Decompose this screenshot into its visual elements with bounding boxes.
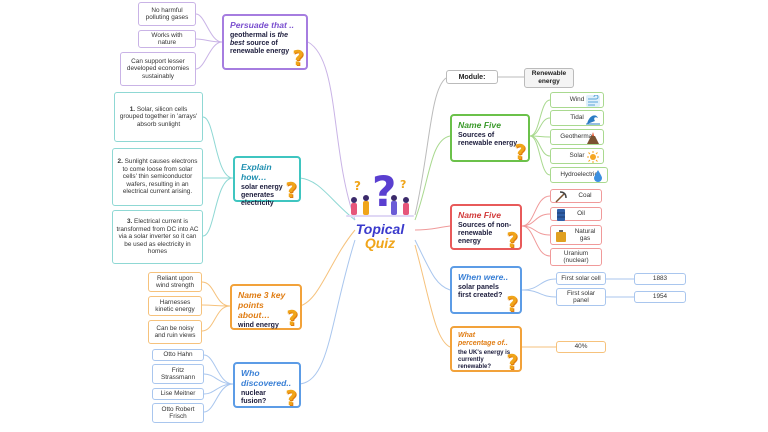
wind-icon bbox=[586, 95, 600, 107]
explain-card[interactable]: Explain how… solar energy generates elec… bbox=[233, 156, 301, 207]
oil-barrel-icon bbox=[557, 209, 565, 221]
renewable-question: Name Five bbox=[458, 120, 501, 130]
explain-statement: solar energy generates electricity bbox=[241, 184, 283, 207]
name3-card[interactable]: Name 3 key points about… wind energy ? bbox=[230, 284, 302, 330]
when-answer-1-year: 1883 bbox=[634, 273, 686, 285]
center-title-line2: Quiz bbox=[364, 235, 396, 251]
svg-text:?: ? bbox=[400, 178, 406, 191]
center-title: Topical Quiz bbox=[342, 222, 418, 250]
nonrenewable-card[interactable]: Name Five Sources of non-renewable energ… bbox=[450, 204, 522, 252]
persuade-answer-3: Can support lesser developed economies s… bbox=[120, 52, 196, 86]
percentage-statement: the UK's energy is currently renewable? bbox=[458, 350, 511, 370]
center-illustration: ? ? ? bbox=[342, 167, 418, 222]
renewable-answer-tidal: Tidal bbox=[550, 110, 604, 126]
nonrenewable-answer-coal: Coal bbox=[550, 189, 602, 203]
nonrenewable-answer-gas: Natural gas bbox=[550, 225, 602, 245]
pickaxe-icon bbox=[555, 191, 567, 203]
question-mark-icon: ? bbox=[506, 350, 518, 374]
module-label: Module: bbox=[446, 70, 498, 84]
volcano-icon bbox=[587, 132, 599, 144]
question-mark-icon: ? bbox=[285, 178, 297, 202]
question-mark-icon: ? bbox=[285, 386, 297, 410]
nonrenewable-question: Name Five bbox=[458, 210, 501, 220]
center-title-line1: Topical bbox=[355, 221, 405, 237]
who-question: Who discovered.. bbox=[241, 368, 292, 388]
question-mark-icon: ? bbox=[506, 292, 518, 316]
who-answer-3: Lise Meitner bbox=[152, 388, 204, 400]
persuade-card[interactable]: Persuade that .. geothermal is the best … bbox=[222, 14, 308, 70]
when-answer-1-label: First solar cell bbox=[556, 272, 606, 285]
sun-icon bbox=[587, 151, 599, 163]
svg-text:?: ? bbox=[354, 179, 361, 193]
persuade-answer-2: Works with nature bbox=[138, 30, 196, 48]
renewable-answer-wind: Wind bbox=[550, 92, 604, 108]
wave-icon bbox=[586, 115, 600, 125]
name3-answer-1: Reliant upon wind strength bbox=[148, 272, 202, 292]
percentage-answer: 40% bbox=[556, 341, 606, 353]
explain-question: Explain how… bbox=[241, 162, 272, 182]
who-statement: nuclear fusion? bbox=[241, 390, 267, 405]
persuade-statement: geothermal is the best source of renewab… bbox=[230, 32, 290, 55]
persuade-answer-1: No harmful polluting gases bbox=[138, 2, 196, 26]
who-answer-4: Otto Robert Frisch bbox=[152, 403, 204, 423]
percentage-card[interactable]: What percentage of.. the UK's energy is … bbox=[450, 326, 522, 374]
percentage-question: What percentage of.. bbox=[458, 332, 508, 347]
name3-statement: wind energy bbox=[238, 322, 279, 329]
persuade-question: Persuade that .. bbox=[230, 20, 294, 30]
name3-answer-3: Can be noisy and ruin views bbox=[148, 320, 202, 344]
when-card[interactable]: When were.. solar panels first created? … bbox=[450, 266, 522, 316]
module-value: Renewable energy bbox=[524, 68, 574, 88]
nonrenewable-statement: Sources of non-renewable energy bbox=[458, 222, 512, 245]
when-statement: solar panels first created? bbox=[458, 284, 503, 299]
who-answer-2: Fritz Strassmann bbox=[152, 364, 204, 384]
explain-answer-3: 3. Electrical current is transformed fro… bbox=[112, 210, 203, 264]
when-answer-2-label: First solar panel bbox=[556, 288, 606, 306]
renewable-answer-geothermal: Geothermal bbox=[550, 129, 604, 145]
nonrenewable-answer-oil: Oil bbox=[550, 207, 602, 221]
who-card[interactable]: Who discovered.. nuclear fusion? ? bbox=[233, 362, 301, 410]
question-mark-icon: ? bbox=[292, 46, 304, 70]
nonrenewable-answer-uranium: Uranium (nuclear) bbox=[550, 248, 602, 266]
when-answer-2-year: 1954 bbox=[634, 291, 686, 303]
name3-answer-2: Harnesses kinetic energy bbox=[148, 296, 202, 316]
question-mark-icon: ? bbox=[506, 228, 518, 252]
renewable-answer-solar: Solar bbox=[550, 148, 604, 164]
question-mark-icon: ? bbox=[514, 140, 526, 164]
gas-canister-icon bbox=[556, 230, 566, 242]
renewable-answer-hydro: Hydroelectric bbox=[550, 167, 608, 183]
name3-question: Name 3 key points about… bbox=[238, 290, 286, 320]
who-answer-1: Otto Hahn bbox=[152, 349, 204, 361]
explain-answer-2: 2. Sunlight causes electrons to come loo… bbox=[112, 148, 203, 206]
question-mark-icon: ? bbox=[286, 306, 298, 330]
renewable-card[interactable]: Name Five Sources of renewable energy ? bbox=[450, 114, 530, 164]
explain-answer-1: 1. Solar, silicon cells grouped together… bbox=[114, 92, 203, 142]
when-question: When were.. bbox=[458, 272, 509, 282]
renewable-statement: Sources of renewable energy bbox=[458, 132, 518, 147]
water-drop-icon bbox=[594, 170, 602, 182]
